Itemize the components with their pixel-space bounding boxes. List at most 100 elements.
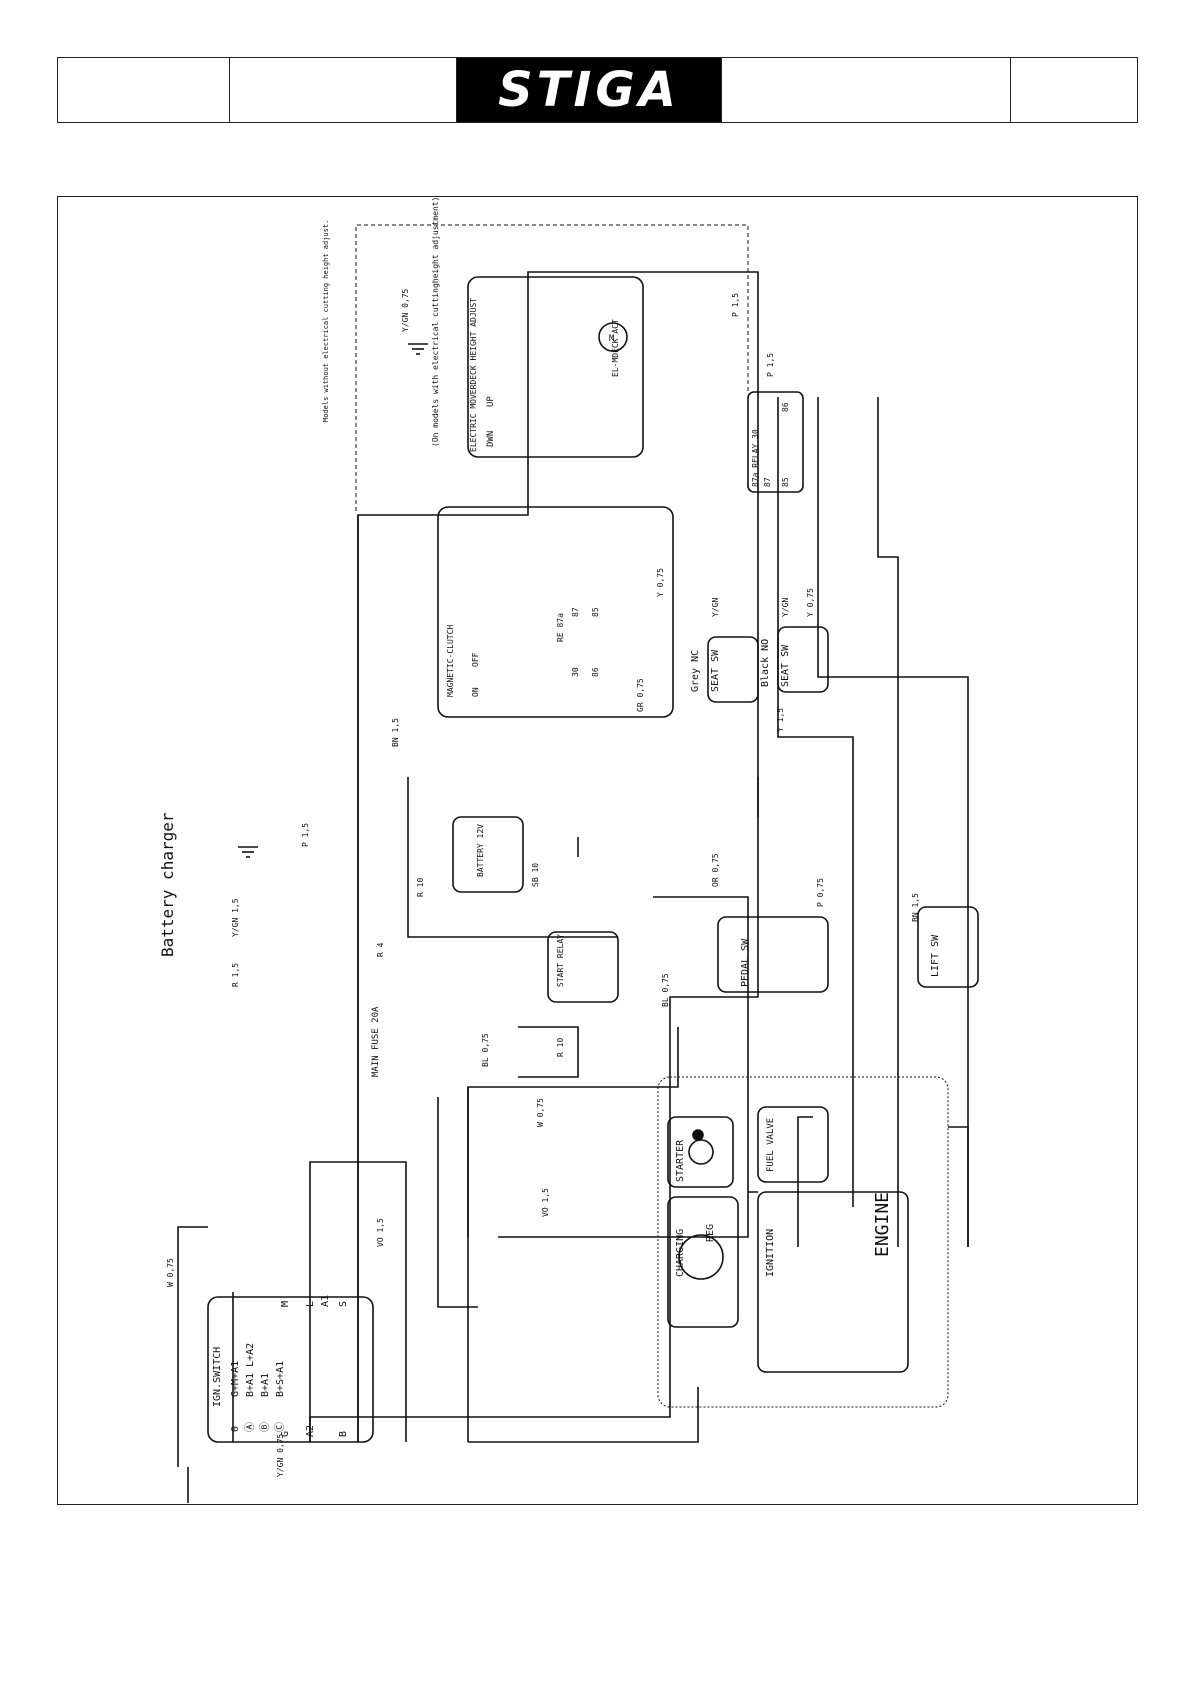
wire-tag: Y/GN 1,5	[231, 898, 240, 937]
ign-term-a1: A1	[320, 1295, 331, 1307]
start-relay-label: START RELAY	[556, 934, 565, 987]
ign-row-2: Ⓑ	[259, 1422, 271, 1432]
wire-tag: Y 1,5	[776, 708, 785, 732]
dwn-label: DWN	[486, 431, 496, 447]
wire-tag: VO 1,5	[541, 1188, 550, 1217]
logo-cell: STIGA	[457, 58, 722, 122]
stiga-logo: STIGA	[457, 58, 721, 122]
ign-switch-label: IGN.SWITCH	[212, 1347, 223, 1407]
engine-label: ENGINE	[872, 1192, 893, 1257]
title-cell-2	[230, 58, 458, 122]
ign-term-s: S	[338, 1301, 349, 1307]
relay-box	[747, 391, 804, 493]
wire-tag: VO 1,5	[376, 1218, 385, 1247]
ign-pos-1: B+A1 L+A2	[245, 1343, 256, 1397]
reg-label: REG	[705, 1224, 716, 1242]
deck-motor-label: M	[609, 334, 615, 344]
models-note: Models without electrical cutting height…	[322, 220, 330, 422]
relay-pin-87: 87	[763, 477, 772, 487]
mc-relay-label: RE 87a	[556, 613, 565, 642]
up-label: UP	[486, 396, 496, 407]
ign-term-g: G	[280, 1431, 291, 1437]
ign-pos-2: B+A1	[260, 1373, 271, 1397]
battery-box	[452, 816, 524, 893]
alternator-icon	[678, 1234, 724, 1280]
ign-row-3: Ⓒ	[274, 1422, 286, 1432]
mag-clutch-label: MAGNETIC-CLUTCH	[446, 625, 455, 697]
relay-pin-86: 86	[781, 402, 790, 412]
wire-tag: Y/GN	[781, 598, 790, 617]
wire-tag: OR 0,75	[711, 853, 720, 887]
wire-tag: R 4	[376, 942, 385, 957]
lift-sw-box	[917, 906, 979, 988]
wiring-diagram: Battery charger ENGINE IGN.SWITCH G+M+A1…	[158, 197, 979, 1678]
title-cell-1	[58, 58, 230, 122]
ign-row-1: Ⓐ	[244, 1422, 256, 1432]
mc-pin-86: 86	[591, 667, 600, 677]
starter-box	[667, 1116, 734, 1188]
deck-motor-icon	[598, 322, 628, 352]
el-deck-act-label: EL-MDECK ACT	[611, 319, 620, 377]
ignition-label: IGNITION	[765, 1229, 776, 1277]
ign-pos-0: G+M+A1	[230, 1361, 241, 1397]
title-cell-4	[722, 58, 1012, 122]
diagram-frame: Battery charger ENGINE IGN.SWITCH G+M+A1…	[57, 196, 1138, 1678]
charging-label: CHARGING	[675, 1229, 686, 1277]
wire-tag: GR 0,75	[636, 678, 645, 712]
ign-pos-3: B+S+A1	[275, 1361, 286, 1397]
wire-tag: SB 10	[531, 863, 540, 887]
starter-motor-icon	[688, 1139, 714, 1165]
mc-pin-85: 85	[591, 607, 600, 617]
off-label: OFF	[471, 652, 480, 667]
main-fuse-label: MAIN FUSE 20A	[371, 1006, 381, 1077]
wire-tag: W 0,75	[536, 1098, 545, 1127]
battery-label: BATTERY 12V	[476, 824, 485, 877]
fuel-valve-label: FUEL VALVE	[766, 1118, 776, 1172]
mc-pin-87: 87	[571, 607, 580, 617]
wire-tag: P 1,5	[301, 823, 310, 847]
ign-term-b: B	[338, 1431, 349, 1437]
wire-tag: P 1,5	[731, 293, 740, 317]
lift-sw-label: LIFT SW	[930, 934, 941, 977]
seat-sw-no-box	[777, 626, 829, 693]
starter-label: STARTER	[675, 1139, 686, 1182]
wire-tag: BN 1,5	[911, 893, 920, 922]
deck-box	[467, 276, 644, 458]
wire-tag: R 1,5	[231, 963, 240, 987]
title-block: STIGA	[57, 57, 1138, 123]
wire-tag: BL 0,75	[661, 973, 670, 1007]
start-relay-box	[547, 931, 619, 1003]
wire-tag: P 0,75	[816, 878, 825, 907]
wire-tag: W 0,75	[166, 1258, 175, 1287]
junction-dot	[692, 1129, 704, 1141]
relay-label: 87a RELAY 30	[751, 429, 760, 487]
seat-sw-no-color: Black NO	[760, 639, 771, 687]
wire-tag: Y/GN 0,75	[401, 288, 410, 332]
seat-sw-no-label: SEAT SW	[780, 644, 791, 687]
battery-charger-label: Battery charger	[158, 812, 177, 957]
relay-pin-85: 85	[781, 477, 790, 487]
wire-tag: Y/GN	[711, 598, 720, 617]
deck-title: ELECTRIC MOVERDECK HEIGHT ADJUST	[469, 298, 478, 452]
ign-term-a2: A2	[305, 1425, 316, 1437]
pedal-sw-box	[717, 916, 829, 993]
seat-sw-nc-label: SEAT SW	[710, 649, 721, 692]
seat-sw-nc-box	[707, 636, 759, 703]
ign-term-m: M	[280, 1301, 291, 1307]
wire-tag: Y 0,75	[656, 568, 665, 597]
seat-sw-nc-color: Grey NC	[690, 650, 701, 692]
ground-symbols	[188, 343, 579, 1673]
title-cell-5	[1011, 58, 1137, 122]
fuel-valve-box	[757, 1106, 829, 1183]
wire-tag: BN 1,5	[391, 718, 400, 747]
charging-box	[667, 1196, 739, 1328]
wire-tag: R 10	[416, 878, 425, 897]
wire-tag: P 1,5	[766, 353, 775, 377]
ignition-box	[757, 1191, 909, 1373]
pedal-sw-label: PEDAL SW	[740, 938, 751, 987]
on-label: ON	[471, 687, 480, 697]
wire-tag: Y/GN 0,75	[276, 1433, 285, 1477]
wire-tag: BL 0,75	[481, 1033, 490, 1067]
ign-row-0: 0	[230, 1426, 241, 1432]
wire-tag: Y 0,75	[806, 588, 815, 617]
